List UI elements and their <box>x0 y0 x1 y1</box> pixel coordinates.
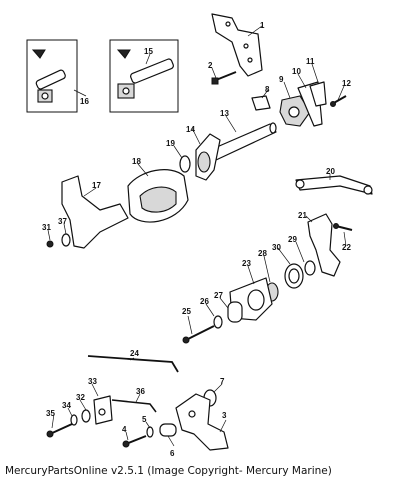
callout-labels: 1 2 3 4 5 6 7 8 9 10 11 12 13 14 15 16 1… <box>42 21 351 458</box>
screw-22 <box>333 223 353 231</box>
callout-1: 1 <box>260 21 265 30</box>
callout-25: 25 <box>182 307 191 316</box>
clip-8 <box>251 95 271 111</box>
bracket-33 <box>93 395 113 425</box>
bracket-21 <box>307 213 341 277</box>
link-rod-20 <box>295 175 373 195</box>
callout-31: 31 <box>42 223 51 232</box>
callout-4: 4 <box>122 425 127 434</box>
callout-24: 24 <box>130 349 139 358</box>
callout-32: 32 <box>76 393 85 402</box>
callout-13: 13 <box>220 109 229 118</box>
callout-33: 33 <box>88 377 97 386</box>
lever-14 <box>195 133 221 181</box>
cone-18 <box>127 169 189 223</box>
inset-panel-left <box>26 39 78 113</box>
callout-2: 2 <box>208 61 213 70</box>
screw-12 <box>330 95 347 107</box>
callout-14: 14 <box>186 125 195 134</box>
callout-7: 7 <box>220 377 225 386</box>
washer-5 <box>146 426 154 438</box>
callout-6: 6 <box>170 449 175 458</box>
washer-26 <box>213 315 223 329</box>
washer-19 <box>179 155 191 173</box>
handle-17 <box>61 175 129 249</box>
callout-22: 22 <box>342 243 351 252</box>
callout-17: 17 <box>92 181 101 190</box>
callout-23: 23 <box>242 259 251 268</box>
screw-4 <box>122 435 147 448</box>
callout-30: 30 <box>272 243 281 252</box>
rod-24 <box>87 355 179 373</box>
lever-3 <box>175 393 229 451</box>
callout-11: 11 <box>306 57 315 66</box>
callout-21: 21 <box>298 211 307 220</box>
washer-37 <box>61 233 71 247</box>
screw-31 <box>46 240 54 248</box>
callout-10: 10 <box>292 67 301 76</box>
washer-32 <box>81 409 91 423</box>
callout-15: 15 <box>144 47 153 56</box>
callout-20: 20 <box>326 167 335 176</box>
spring-30 <box>284 263 304 289</box>
roller-block-9 <box>279 95 311 127</box>
screw-25 <box>182 325 215 344</box>
mounting-bracket <box>211 13 263 77</box>
callout-18: 18 <box>132 157 141 166</box>
callout-16: 16 <box>80 97 89 106</box>
washer-34 <box>70 414 78 426</box>
callout-8: 8 <box>265 85 270 94</box>
washer-29 <box>304 260 316 276</box>
callout-19: 19 <box>166 139 175 148</box>
callout-29: 29 <box>288 235 297 244</box>
callout-27: 27 <box>214 291 223 300</box>
callout-5: 5 <box>142 415 147 424</box>
callout-26: 26 <box>200 297 209 306</box>
callout-12: 12 <box>342 79 351 88</box>
bracket-11 <box>309 81 327 107</box>
screw-2 <box>211 71 237 85</box>
copyright-footer: MercuryPartsOnline v2.5.1 (Image Copyrig… <box>5 465 332 477</box>
callout-28: 28 <box>258 249 267 258</box>
inset-panel-right <box>109 39 179 113</box>
callout-36: 36 <box>136 387 145 396</box>
callout-3: 3 <box>222 411 227 420</box>
screw-35 <box>46 423 73 438</box>
callout-34: 34 <box>62 401 71 410</box>
leader-lines <box>47 25 347 447</box>
callout-9: 9 <box>279 75 284 84</box>
rod-36 <box>111 399 157 413</box>
callout-35: 35 <box>46 409 55 418</box>
bushing-6 <box>159 423 177 437</box>
callout-37: 37 <box>58 217 67 226</box>
bushing-27 <box>227 301 243 323</box>
